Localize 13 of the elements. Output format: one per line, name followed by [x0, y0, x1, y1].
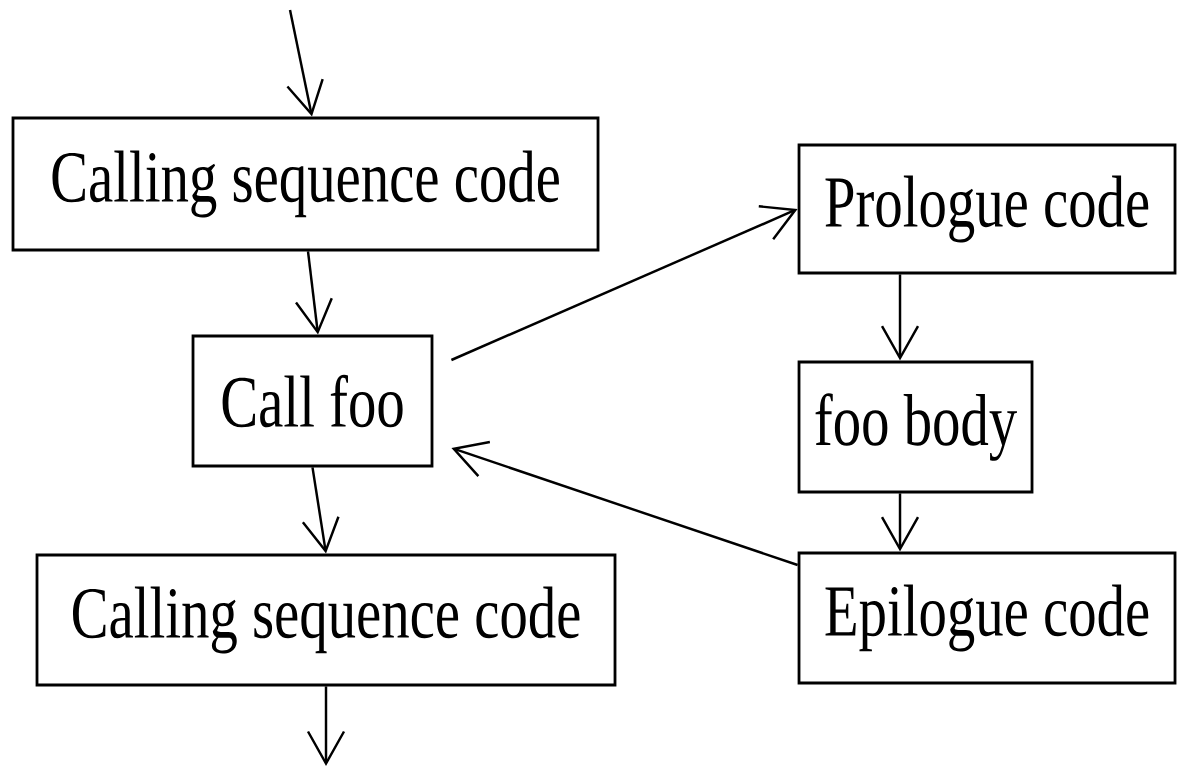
process-box: Prologue code: [797, 143, 1177, 275]
arrow: [301, 467, 340, 554]
process-box: Calling sequence code: [35, 553, 617, 687]
process-box: Call foo: [191, 334, 434, 468]
process-box: Calling sequence code: [11, 116, 600, 252]
arrow: [306, 686, 346, 766]
process-box: foo body: [797, 360, 1034, 494]
arrow: [880, 274, 920, 361]
arrow: [286, 9, 324, 117]
arrow: [295, 251, 333, 335]
arrow: [451, 440, 798, 567]
process-box: Epilogue code: [797, 551, 1177, 685]
arrow: [450, 205, 798, 362]
